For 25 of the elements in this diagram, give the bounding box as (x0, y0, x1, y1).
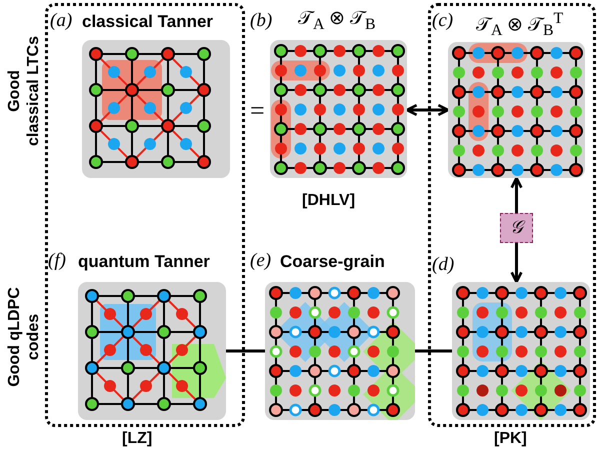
panel-letter: (e) (250, 251, 272, 271)
arrow (510, 243, 523, 284)
double-arrow (406, 104, 450, 116)
row-label: Good qLDPC codes (5, 286, 43, 389)
figure-panel (250, 8, 410, 180)
dotted-group-frame (428, 3, 596, 427)
panel-title: classical Tanner (82, 12, 214, 32)
panel-title: Coarse-grain (280, 252, 385, 272)
panel-title: quantum Tanner (78, 252, 210, 272)
citation-label: [LZ] (122, 430, 154, 448)
equals-sign: = (250, 96, 264, 126)
panel-letter: (a) (50, 11, 72, 31)
citation-label: [DHLV] (302, 192, 356, 210)
citation-label: [PK] (494, 430, 528, 448)
connector-line (226, 350, 265, 352)
connector-line (415, 350, 452, 352)
panel-letter: (b) (250, 11, 272, 31)
panel-letter: (d) (432, 255, 454, 275)
arrow (510, 176, 523, 213)
row-label: Good classical LTCs (5, 36, 43, 146)
dotted-group-frame (45, 3, 245, 427)
panel-letter: (f) (48, 251, 66, 271)
panel-letter: (c) (432, 11, 454, 31)
panel-title: 𝒯$_{A}$ ⊗ 𝒯$_{B}$ (298, 9, 376, 35)
operator-box: 𝒢 (500, 213, 533, 243)
